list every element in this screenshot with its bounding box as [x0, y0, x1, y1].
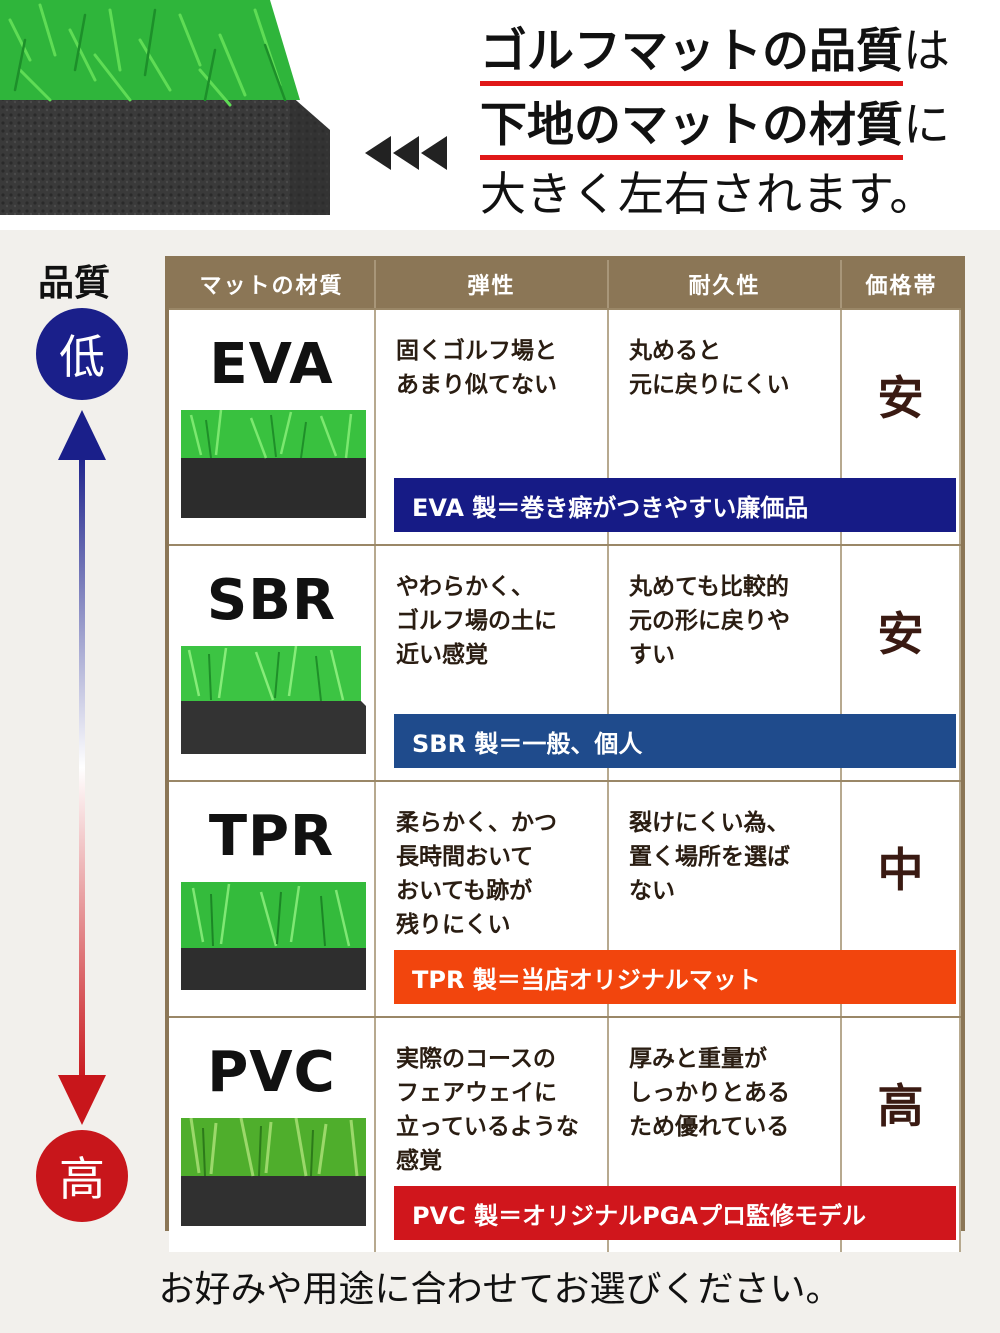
mat-sample-image	[181, 646, 366, 754]
material-name: SBR	[206, 568, 337, 633]
material-cell: SBR	[169, 546, 376, 780]
comparison-table: マットの材質 弾性 耐久性 価格帯 EVA 固くゴルフ場と あまり似てない 丸め…	[165, 256, 965, 1252]
price-cell: 高	[842, 1018, 961, 1252]
chevron-left-icon	[365, 136, 447, 170]
price-text: 高	[877, 1079, 924, 1133]
durability-text: 丸めると 元に戻りにくい	[629, 338, 790, 398]
headline-line-1: ゴルフマットの品質は	[480, 12, 950, 86]
material-name: EVA	[209, 332, 334, 397]
elasticity-cell: 固くゴルフ場と あまり似てない	[376, 310, 609, 544]
elasticity-text: 柔らかく、かつ 長時間おいて おいても跡が 残りにくい	[396, 810, 557, 938]
elasticity-text: 固くゴルフ場と あまり似てない	[396, 338, 557, 398]
durability-cell: 厚みと重量が しっかりとある ため優れている	[609, 1018, 842, 1252]
table-row: TPR 柔らかく、かつ 長時間おいて おいても跡が 残りにくい 裂けにくい為、 …	[169, 780, 961, 1016]
header-price: 価格帯	[865, 274, 938, 299]
elasticity-text: 実際のコースの フェアウェイに 立っているような 感覚	[396, 1046, 579, 1174]
mat-sample-image	[181, 410, 366, 518]
elasticity-cell: やわらかく、 ゴルフ場の土に 近い感覚	[376, 546, 609, 780]
durability-cell: 裂けにくい為、 置く場所を選ば ない	[609, 782, 842, 1016]
durability-cell: 丸めても比較的 元の形に戻りや すい	[609, 546, 842, 780]
material-name: TPR	[208, 804, 335, 869]
durability-text: 厚みと重量が しっかりとある ため優れている	[629, 1046, 790, 1140]
mat-sample-image	[181, 1118, 366, 1226]
material-banner: PVC 製＝オリジナルPGAプロ監修モデル	[394, 1186, 956, 1240]
header-durability: 耐久性	[609, 260, 842, 308]
durability-text: 丸めても比較的 元の形に戻りや すい	[629, 574, 790, 668]
quality-low-badge: 低	[36, 308, 128, 400]
price-cell: 中	[842, 782, 961, 1016]
elasticity-text: やわらかく、 ゴルフ場の土に 近い感覚	[396, 574, 557, 668]
table-row: PVC 実際のコースの フェアウェイに 立っているような 感覚 厚みと重量が し…	[169, 1016, 961, 1252]
material-banner: EVA 製＝巻き癖がつきやすい廉価品	[394, 478, 956, 532]
headline-line-3: 大きく左右されます。	[480, 167, 936, 221]
quality-arrow-icon	[58, 410, 106, 1125]
headline-line-2: 下地のマットの材質に	[480, 86, 950, 160]
material-banner: TPR 製＝当店オリジナルマット	[394, 950, 956, 1004]
footer-message: お好みや用途に合わせてお選びください。	[158, 1269, 842, 1310]
table-row: SBR やわらかく、 ゴルフ場の土に 近い感覚 丸めても比較的 元の形に戻りや …	[169, 544, 961, 780]
price-cell: 安	[842, 546, 961, 780]
header: ゴルフマットの品質は 下地のマットの材質に 大きく左右されます。	[0, 0, 1000, 230]
material-name: PVC	[207, 1040, 336, 1105]
material-cell: EVA	[169, 310, 376, 544]
material-banner: SBR 製＝一般、個人	[394, 714, 956, 768]
header-material: マットの材質	[169, 260, 376, 308]
durability-cell: 丸めると 元に戻りにくい	[609, 310, 842, 544]
mat-sample-image	[181, 882, 366, 990]
material-cell: TPR	[169, 782, 376, 1016]
price-text: 安	[877, 371, 924, 425]
quality-label: 品質	[38, 262, 111, 304]
table-header: マットの材質 弾性 耐久性 価格帯	[169, 260, 961, 308]
elasticity-cell: 柔らかく、かつ 長時間おいて おいても跡が 残りにくい	[376, 782, 609, 1016]
price-text: 安	[877, 607, 924, 661]
golf-mat-image	[0, 0, 330, 215]
price-text: 中	[877, 843, 924, 897]
price-cell: 安	[842, 310, 961, 544]
elasticity-cell: 実際のコースの フェアウェイに 立っているような 感覚	[376, 1018, 609, 1252]
quality-high-badge: 高	[36, 1130, 128, 1222]
header-elasticity: 弾性	[376, 260, 609, 308]
table-row: EVA 固くゴルフ場と あまり似てない 丸めると 元に戻りにくい 安 EVA 製…	[169, 308, 961, 544]
durability-text: 裂けにくい為、 置く場所を選ば ない	[629, 810, 790, 904]
material-cell: PVC	[169, 1018, 376, 1252]
